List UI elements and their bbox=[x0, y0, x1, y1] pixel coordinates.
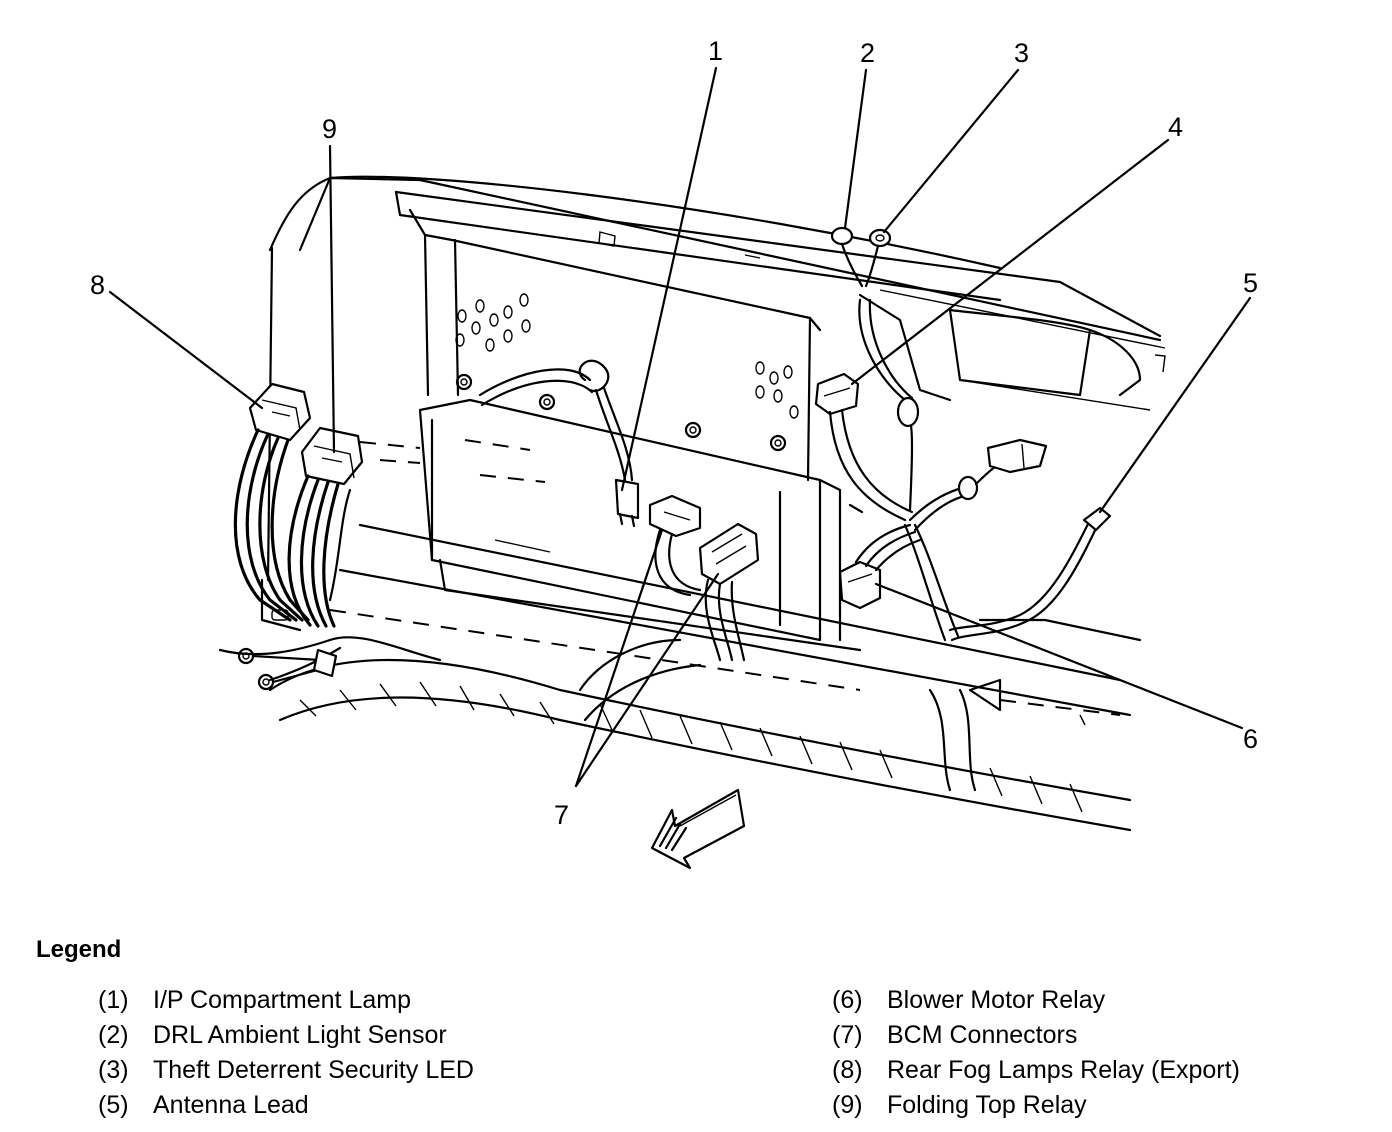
legend-item: (2) DRL Ambient Light Sensor bbox=[98, 1021, 474, 1056]
lower-panel bbox=[329, 441, 1142, 726]
wiring-harness bbox=[218, 636, 1132, 832]
legend-number: (1) bbox=[98, 986, 129, 1014]
legend-number: (8) bbox=[832, 1056, 863, 1084]
leader-8 bbox=[108, 290, 264, 410]
leader-1 bbox=[620, 66, 718, 492]
instrument-panel-housing bbox=[266, 175, 1166, 582]
leader-lines bbox=[108, 66, 1252, 788]
callout-3: 3 bbox=[1014, 38, 1029, 68]
legend-title: Legend bbox=[36, 936, 122, 963]
callout-5: 5 bbox=[1243, 268, 1258, 298]
blower-motor-relay bbox=[838, 438, 1048, 642]
legend-item: (8) Rear Fog Lamps Relay (Export) bbox=[832, 1056, 1240, 1091]
legend-label: Antenna Lead bbox=[153, 1091, 309, 1119]
harness-wrap bbox=[299, 681, 1083, 813]
leader-2 bbox=[843, 68, 868, 230]
callout-4: 4 bbox=[1168, 112, 1183, 142]
legend-column-left: (1) I/P Compartment Lamp (2) DRL Ambient… bbox=[98, 986, 474, 1126]
callout-9: 9 bbox=[322, 114, 337, 144]
legend-item: (5) Antenna Lead bbox=[98, 1091, 474, 1126]
ip-compartment-lamp bbox=[478, 359, 640, 528]
front-direction-arrow bbox=[650, 788, 746, 870]
legend-number: (5) bbox=[98, 1091, 129, 1119]
legend-item: (3) Theft Deterrent Security LED bbox=[98, 1056, 474, 1091]
leader-9 bbox=[328, 144, 336, 454]
theft-deterrent-led bbox=[864, 228, 892, 288]
leader-4 bbox=[850, 138, 1170, 386]
legend-label: Blower Motor Relay bbox=[887, 986, 1106, 1014]
legend-number: (6) bbox=[832, 986, 863, 1014]
bolts bbox=[455, 373, 787, 452]
leader-7a bbox=[574, 528, 664, 788]
leader-6 bbox=[874, 582, 1244, 730]
callout-8: 8 bbox=[90, 270, 105, 300]
drl-light-sensor bbox=[830, 226, 864, 288]
vent-holes bbox=[455, 293, 799, 419]
folding-top-relay bbox=[287, 426, 364, 628]
legend-label: Theft Deterrent Security LED bbox=[153, 1056, 474, 1084]
legend-label: I/P Compartment Lamp bbox=[153, 986, 411, 1014]
callout-labels: 1 2 3 4 5 6 7 8 9 bbox=[90, 36, 1258, 830]
relay-connector-4 bbox=[814, 298, 920, 522]
antenna-lead bbox=[948, 506, 1112, 642]
leader-5 bbox=[1098, 296, 1252, 514]
callout-1: 1 bbox=[708, 36, 723, 66]
legend-number: (7) bbox=[832, 1021, 863, 1049]
leader-3 bbox=[882, 68, 1020, 234]
legend-item: (6) Blower Motor Relay bbox=[832, 986, 1240, 1021]
callout-6: 6 bbox=[1243, 724, 1258, 754]
callout-7: 7 bbox=[554, 800, 569, 830]
legend-item: (7) BCM Connectors bbox=[832, 1021, 1240, 1056]
instrument-panel-diagram: 1 2 3 4 5 6 7 8 9 bbox=[90, 36, 1258, 870]
leader-7b bbox=[574, 572, 720, 788]
callout-2: 2 bbox=[860, 38, 875, 68]
legend-number: (3) bbox=[98, 1056, 129, 1084]
legend-item: (1) I/P Compartment Lamp bbox=[98, 986, 474, 1021]
rear-fog-lamps-relay bbox=[233, 382, 312, 632]
ground-terminals bbox=[237, 647, 338, 691]
legend-column-right: (6) Blower Motor Relay (7) BCM Connector… bbox=[832, 986, 1240, 1126]
legend-number: (2) bbox=[98, 1021, 129, 1049]
legend-label: BCM Connectors bbox=[887, 1021, 1078, 1049]
legend-label: DRL Ambient Light Sensor bbox=[153, 1021, 447, 1049]
compartment-bracket bbox=[418, 398, 864, 642]
legend-item: (9) Folding Top Relay bbox=[832, 1091, 1240, 1126]
legend-number: (9) bbox=[832, 1091, 863, 1119]
legend-label: Rear Fog Lamps Relay (Export) bbox=[887, 1056, 1240, 1084]
bcm-connectors bbox=[648, 494, 760, 662]
legend-label: Folding Top Relay bbox=[887, 1091, 1087, 1119]
